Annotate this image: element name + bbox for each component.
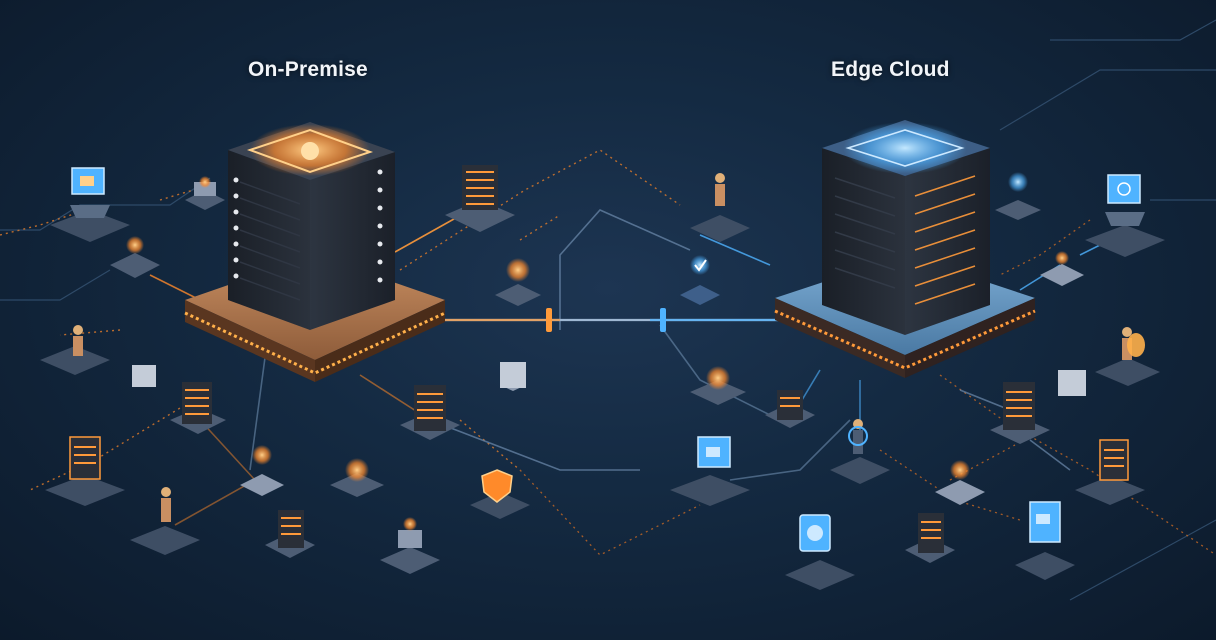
chip-glow-blue [843,122,967,174]
device-node [240,445,284,496]
device-node [1058,370,1086,396]
shield-node-blue [995,172,1041,220]
background-circuit-traces [0,19,1216,601]
device-node [495,258,541,306]
edge-cloud-label: Edge Cloud [831,58,950,81]
server-node [445,165,515,232]
user-node [1095,327,1160,386]
main-link [440,308,790,332]
device-node [132,365,156,387]
user-node [690,173,750,242]
device-node [110,236,160,278]
monitor-node [670,436,750,506]
link-marker-blue [660,308,666,332]
server-node [990,382,1050,444]
monitor-node [785,514,855,590]
edge-cloud-server-tower [774,120,1036,378]
laptop-node [50,167,130,242]
user-node [830,419,890,484]
device-node [380,517,440,574]
device-node [690,366,746,405]
shield-node [470,469,530,519]
server-node [170,382,226,434]
monitor-node [1075,439,1145,505]
device-node [500,362,526,391]
device-node [1040,251,1084,286]
device-node [330,458,384,497]
shield-node-blue [680,255,720,305]
user-node [40,325,110,375]
on-premise-label: On-Premise [248,58,368,81]
server-node [265,510,315,558]
monitor-node [45,436,125,506]
device-node [935,460,985,505]
on-premise-dotted-links [0,149,681,491]
server-node [400,385,460,440]
device-node [185,176,225,210]
link-marker-orange [546,308,552,332]
on-premise-server-tower [184,122,446,382]
monitor-node [1015,501,1075,580]
user-node [130,487,200,555]
server-node [905,513,955,563]
server-node [765,390,815,428]
laptop-node [1085,174,1165,257]
